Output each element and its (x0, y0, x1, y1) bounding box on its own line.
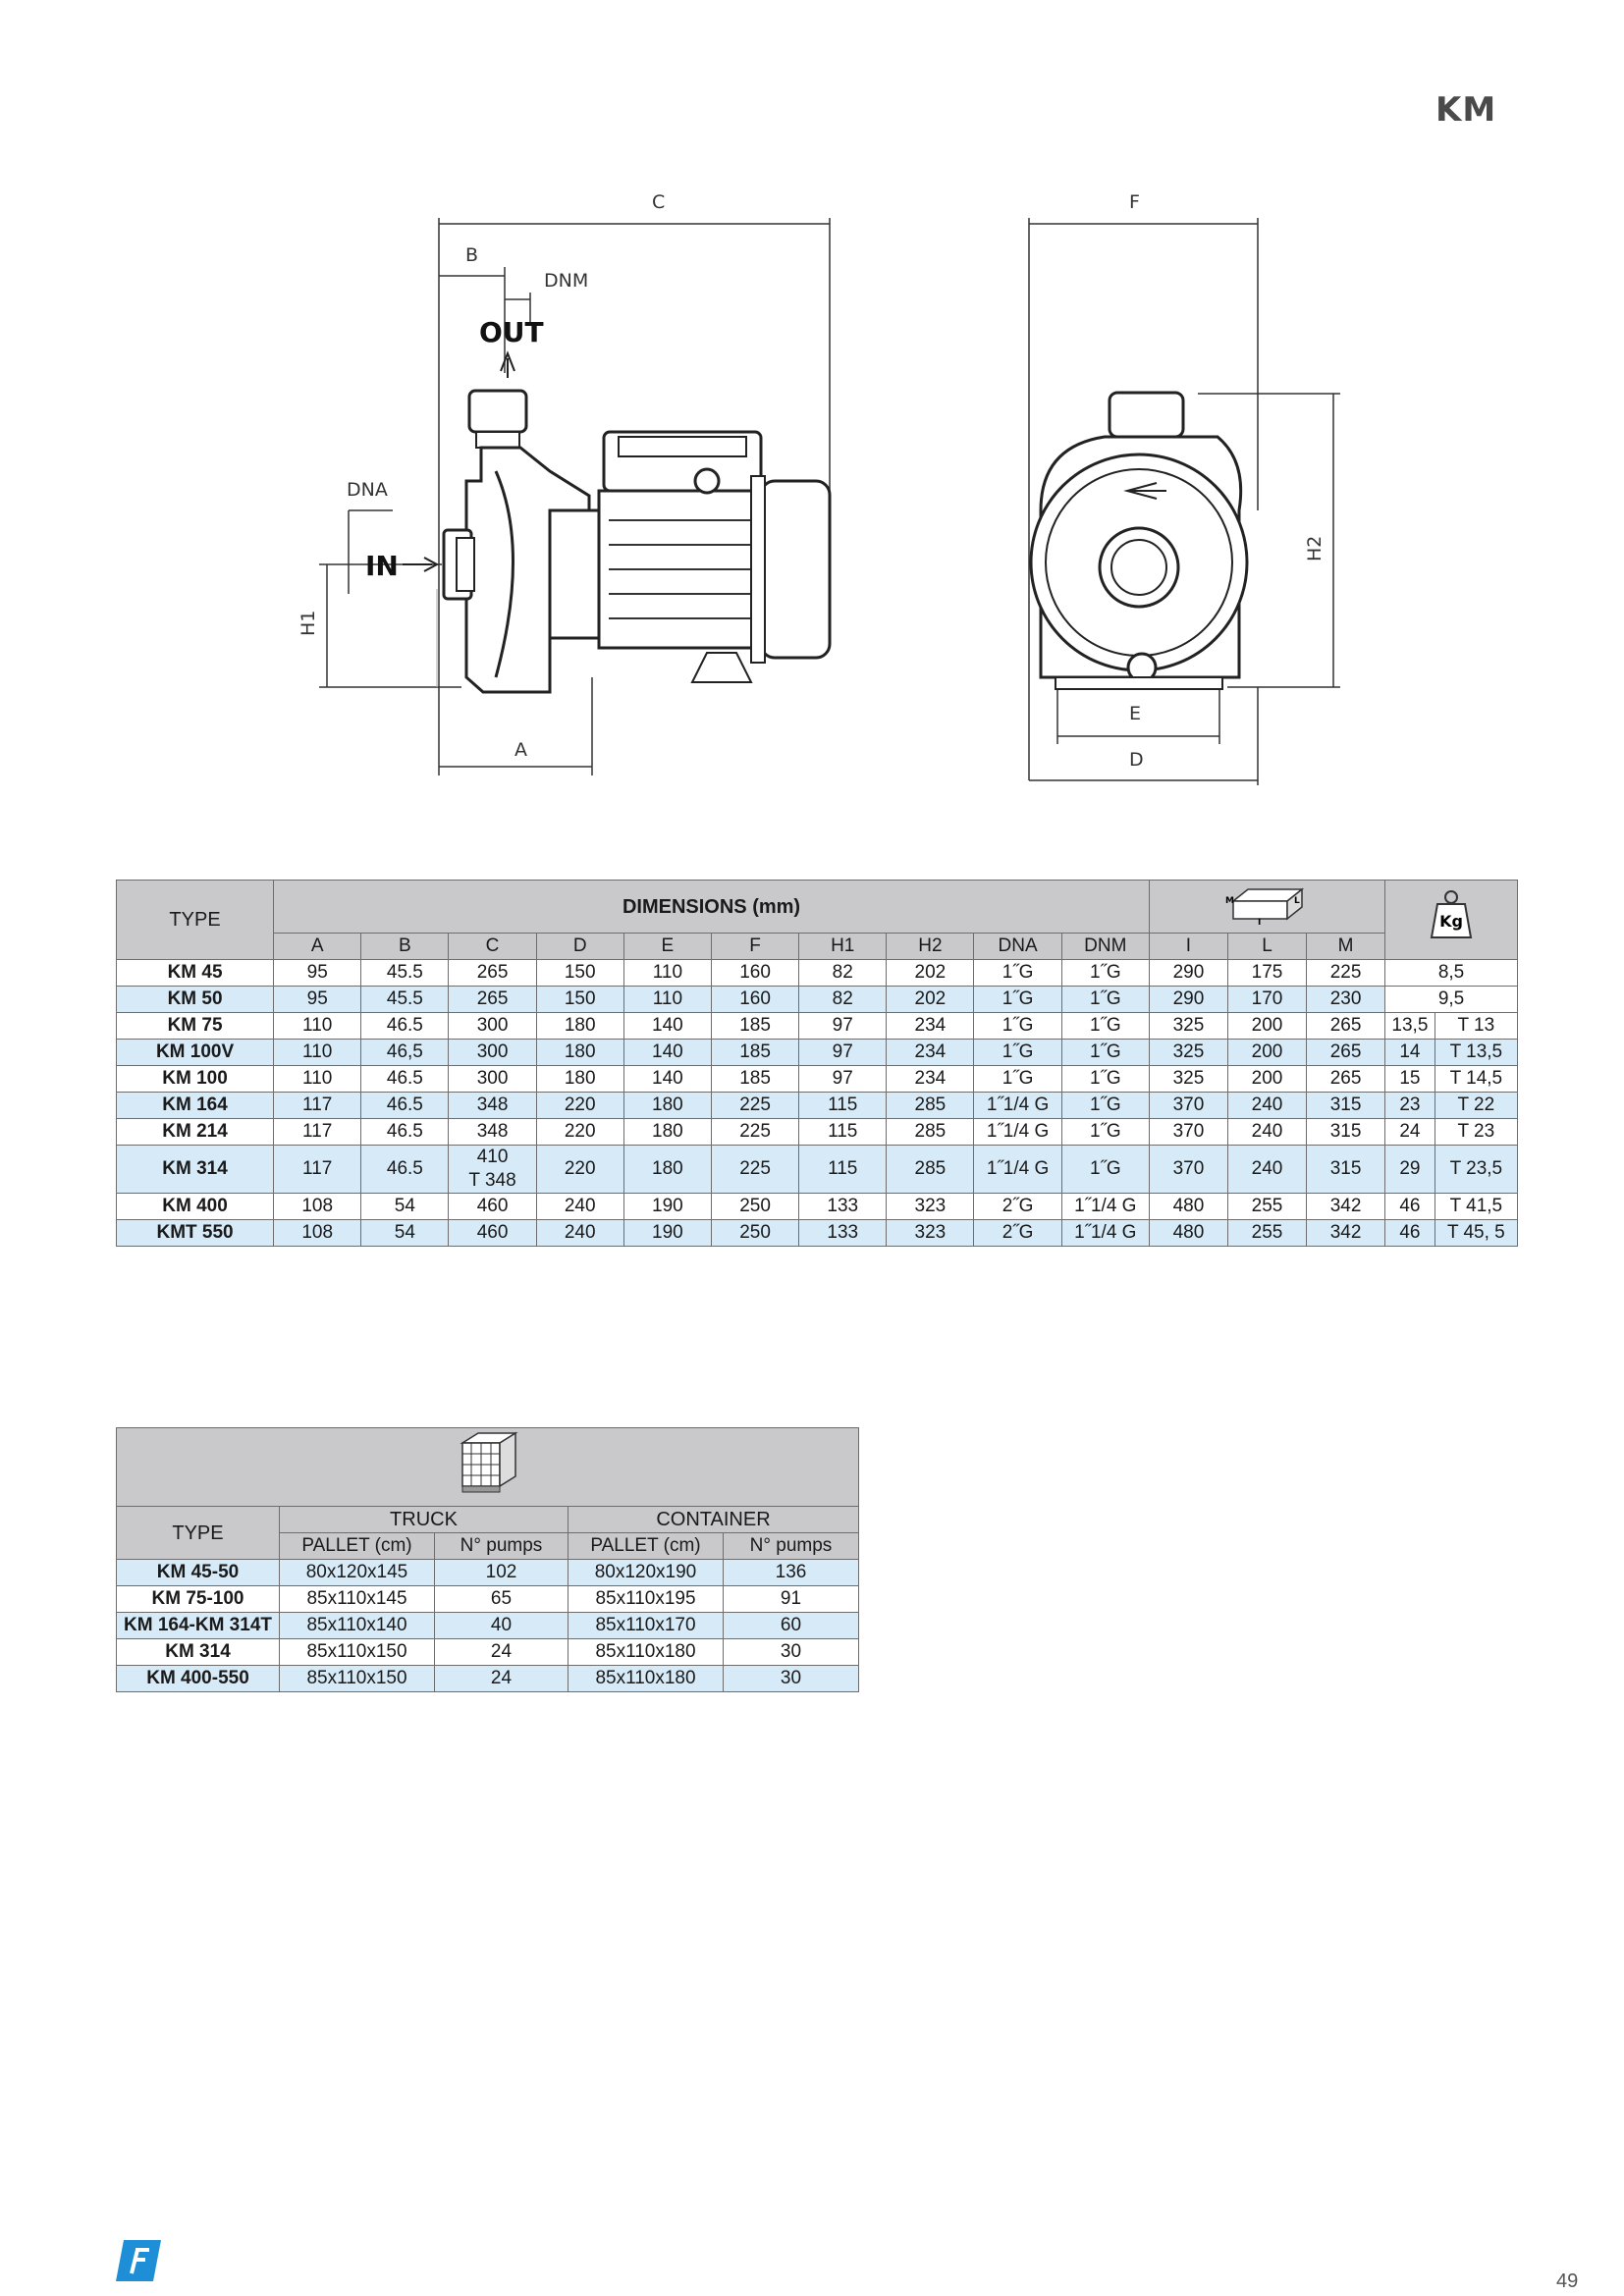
col-dnm: DNM (1060, 933, 1150, 960)
svg-text:Kg: Kg (1439, 912, 1463, 931)
svg-text:L: L (1294, 896, 1300, 906)
svg-text:I: I (1258, 918, 1261, 925)
col-h2: H2 (886, 933, 975, 960)
pump-technical-drawing: C B DNM DNA A F E D H1 H2 OUT IN (298, 191, 1340, 785)
pallet-icon-cell (116, 1427, 859, 1507)
col-c: C (448, 933, 537, 960)
box-icon: M I L (1148, 880, 1386, 934)
label-out: OUT (479, 316, 544, 348)
label-f: F (1129, 191, 1140, 213)
pallet-icon (459, 1431, 518, 1492)
pallet-table: TYPE TRUCK CONTAINER PALLET (cm) N° pump… (116, 1427, 859, 1692)
container-pallet-col: PALLET (cm) (568, 1532, 724, 1560)
truck-pallet-col: PALLET (cm) (279, 1532, 435, 1560)
weight-icon-cell: Kg (1384, 880, 1518, 960)
container-header: CONTAINER (568, 1506, 859, 1533)
col-a: A (273, 933, 362, 960)
container-pumps-col: N° pumps (723, 1532, 859, 1560)
label-dnm: DNM (544, 270, 588, 292)
truck-header: TRUCK (279, 1506, 568, 1533)
dim-group-header: DIMENSIONS (mm) (273, 880, 1150, 934)
label-a: A (514, 739, 527, 761)
label-d: D (1129, 749, 1144, 771)
svg-text:M: M (1225, 896, 1234, 906)
dim-type-header: TYPE (115, 880, 275, 960)
label-c: C (652, 191, 665, 213)
page-number: 49 (1556, 2270, 1579, 2292)
col-l: L (1226, 933, 1308, 960)
label-e: E (1129, 703, 1141, 724)
label-in: IN (365, 550, 399, 582)
pallet-type-header: TYPE (116, 1506, 280, 1560)
company-logo-icon (116, 2240, 161, 2281)
col-d: D (535, 933, 624, 960)
col-h1: H1 (798, 933, 888, 960)
label-dna: DNA (347, 479, 388, 501)
col-e: E (623, 933, 712, 960)
col-b: B (360, 933, 450, 960)
col-dna: DNA (973, 933, 1062, 960)
label-b: B (465, 244, 478, 266)
col-f: F (710, 933, 800, 960)
brand-title: KM (1435, 90, 1497, 130)
package-box-icon: M I L (1225, 886, 1304, 928)
weight-icon: Kg (1430, 890, 1473, 938)
col-m: M (1306, 933, 1386, 960)
dimensions-table: TYPE DIMENSIONS (mm) M I L Kg A B C D E … (115, 880, 1519, 1247)
label-h2: H2 (1304, 536, 1326, 561)
col-i: I (1148, 933, 1228, 960)
label-h1: H1 (298, 611, 319, 636)
truck-pumps-col: N° pumps (434, 1532, 568, 1560)
